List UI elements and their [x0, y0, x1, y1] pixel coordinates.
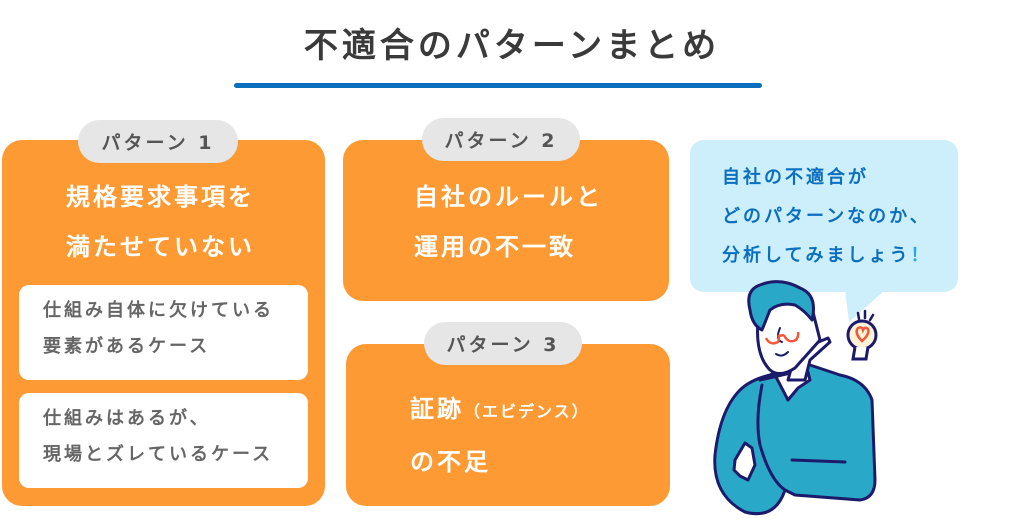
- speech-bubble: [690, 140, 958, 292]
- pattern-3-card: [346, 344, 670, 506]
- page-title: 不適合のパターンまとめ: [303, 26, 721, 66]
- bubble-line: 分析してみましょう！: [722, 245, 932, 266]
- bubble-line: 自社の不適合が: [722, 167, 869, 188]
- pattern-3-heading-line: 証跡（エビデンス）: [410, 384, 590, 437]
- glasses: [764, 331, 800, 345]
- pattern-2-badge: パターン 2: [422, 118, 580, 161]
- pattern-3-heading-line: の不足: [410, 448, 491, 476]
- pattern-2-heading: 自社のルールと 運用の不一致: [414, 172, 603, 272]
- pattern-3-badge: パターン 3: [424, 322, 582, 365]
- pattern-1-heading: 規格要求事項を 満たせていない: [66, 172, 255, 272]
- pattern-2-heading-line: 自社のルールと: [414, 183, 603, 211]
- case-line: 現場とズレているケース: [43, 444, 274, 465]
- pattern-1-case-1: 仕組み自体に欠けている 要素があるケース: [19, 285, 308, 380]
- heart-icon: [855, 326, 870, 343]
- pattern-1-case-2: 仕組みはあるが、 現場とズレているケース: [19, 393, 308, 488]
- light-bulb-icon: [846, 309, 878, 361]
- hair: [747, 280, 815, 332]
- pattern-3-heading: 証跡（エビデンス） の不足: [410, 384, 590, 487]
- case-line: 仕組み自体に欠けている: [43, 300, 274, 321]
- thinking-man-illustration: [713, 280, 878, 516]
- resting-hand: [732, 441, 757, 482]
- exclamation-mark: ！: [910, 245, 932, 266]
- mouth: [775, 351, 789, 357]
- pattern-1-heading-line: 規格要求事項を: [66, 183, 255, 211]
- pattern-2-card: [343, 140, 669, 301]
- pattern-1-badge: パターン 1: [78, 120, 238, 163]
- pattern-3-heading-note: （エビデンス）: [464, 402, 590, 421]
- speech-bubble-text: 自社の不適合が どのパターンなのか、 分析してみましょう！: [722, 158, 931, 275]
- bubble-line: どのパターンなのか、: [722, 206, 931, 227]
- title-underline: [234, 83, 762, 88]
- arm-line: [790, 458, 847, 464]
- pattern-1-heading-line: 満たせていない: [66, 233, 255, 261]
- pattern-2-heading-line: 運用の不一致: [414, 233, 576, 261]
- case-line: 要素があるケース: [43, 336, 211, 357]
- arm-contour: [756, 383, 787, 492]
- pattern-3-heading-main: 証跡: [410, 395, 464, 423]
- case-line: 仕組みはあるが、: [43, 408, 211, 429]
